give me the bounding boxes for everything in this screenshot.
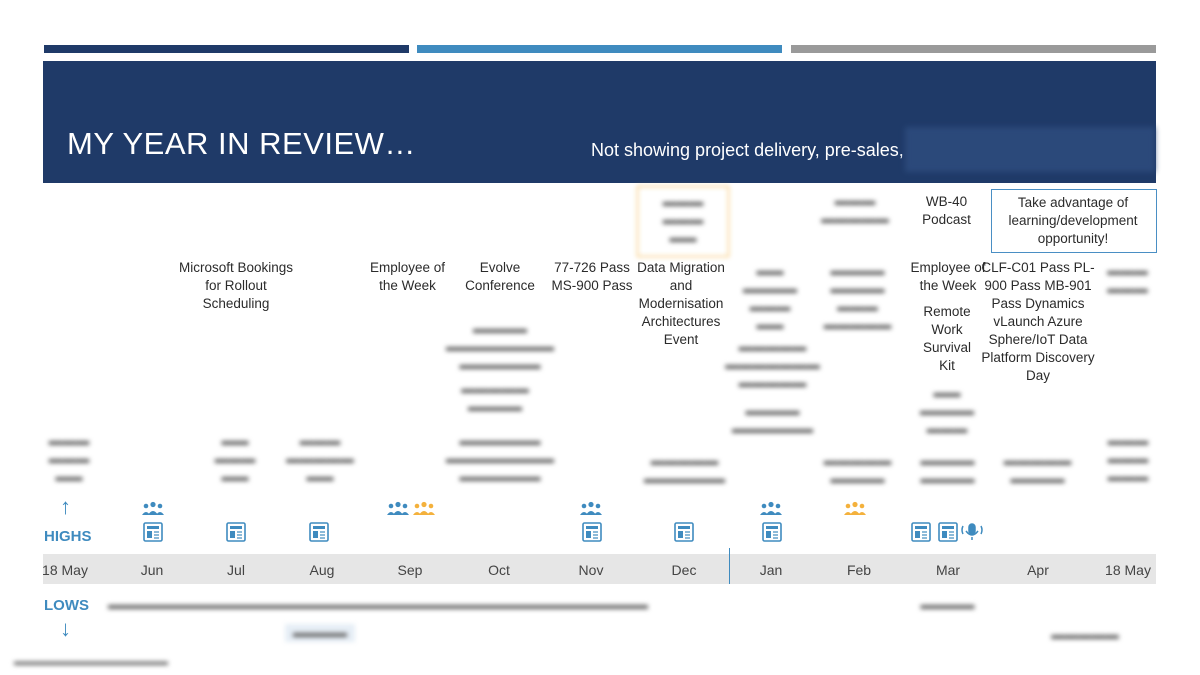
podcast-icon [961,523,983,540]
month-label: Apr [1027,562,1049,578]
blog-icon [582,522,602,542]
event-exams-nov: 77-726 Pass MS-900 Pass [551,260,633,293]
month-label: Oct [488,562,510,578]
redacted-note: ▬▬▬▬▬▬▬▬▬ [461,381,529,414]
event-evolve: Evolve Conference [465,260,535,293]
highs-label: HIGHS [44,528,92,545]
accent-bar-blue [417,45,782,53]
redacted-note: ▬▬▬▬▬▬▬▬▬▬▬▬▬▬▬▬ [823,263,892,332]
event-wb40: WB-40 Podcast [922,194,971,227]
down-arrow-icon: ↓ [60,616,71,641]
team-icon [142,501,164,515]
blog-icon [309,522,329,542]
redacted-note: ▬▬▬▬▬▬▬▬▬▬▬▬▬▬▬▬▬▬▬▬ [446,433,554,484]
callout-text: Take advantage of learning/development o… [1008,195,1138,246]
blog-icon [762,522,782,542]
blog-icon [674,522,694,542]
redacted-note: ▬▬▬▬▬▬▬▬▬▬▬▬▬▬▬▬▬▬ [446,321,554,372]
month-label: 18 May [42,562,88,578]
blog-icon [938,522,958,542]
redacted-note: ▬▬▬▬▬▬ [1107,263,1148,296]
redacted-note: ▬▬▬▬▬▬▬▬▬ [1107,433,1149,484]
redacted-note: ▬▬▬▬▬▬▬▬▬▬▬ [743,263,797,332]
page-title: MY YEAR IN REVIEW… [67,126,416,161]
redacted-footer: ▬▬▬▬▬▬▬▬▬▬▬▬▬▬ [14,656,168,668]
team-icon [844,501,866,515]
month-label: Sep [397,562,423,578]
redacted-low-note: ▬▬▬▬ [285,624,355,642]
page-subtitle: Not showing project delivery, pre-sales, [591,140,904,160]
redacted-subtitle-end [905,127,1155,172]
month-label: Nov [578,562,604,578]
month-label: Mar [935,562,961,578]
redacted-low-note: ▬▬▬▬ [920,597,975,612]
month-label: Jul [227,562,245,578]
redacted-note: ▬▬▬▬▬▬▬▬ [48,433,90,484]
month-label: Dec [671,562,697,578]
accent-bar-grey [791,45,1156,53]
team-icon [387,501,409,515]
month-label: Jan [759,562,783,578]
team-icon [580,501,602,515]
redacted-note: ▬▬▬▬▬▬▬▬▬▬ [732,403,813,436]
event-remote-work: Remote Work Survival Kit [922,304,971,373]
event-employee-sep: Employee of the Week [369,260,446,293]
redacted-award-box: ▬▬▬▬▬▬▬▬ [637,186,729,257]
lows-label: LOWS [44,597,89,614]
redacted-note: ▬▬▬▬▬▬▬▬▬ [1003,453,1072,486]
highs-icons [142,501,983,542]
blog-icon [911,522,931,542]
blog-icon [226,522,246,542]
team-icon [760,501,782,515]
team-icon [413,501,435,515]
redacted-note: ▬▬▬▬▬▬▬ [214,433,256,484]
redacted-note: ▬▬▬▬▬▬▬▬▬▬▬ [644,453,725,486]
redacted-low-note: ▬▬▬▬▬▬▬▬▬▬▬▬▬▬▬▬▬▬▬▬▬▬▬▬▬▬▬▬▬▬▬▬▬▬▬▬▬▬▬▬ [108,597,648,612]
redacted-note: ▬▬▬▬▬▬▬▬▬ [920,385,974,436]
timeline-axis [43,554,1156,584]
year-divider [729,548,730,584]
redacted-note: ▬▬▬▬▬▬▬▬▬▬ [286,433,354,484]
redacted-low-note: ▬▬▬▬▬ [1051,627,1119,642]
month-label: Jun [140,562,164,578]
redacted-note: ▬▬▬▬▬▬▬▬▬▬▬▬▬▬▬▬▬ [725,339,820,390]
event-bookings: Microsoft Bookings for Rollout Schedulin… [178,260,294,311]
month-label: 18 May [1105,562,1151,578]
event-apr-list: CLF-C01 Pass PL-900 Pass MB-901 Pass Dyn… [981,260,1095,383]
up-arrow-icon: ↑ [60,494,71,519]
callout-box [991,189,1157,253]
event-employee-mar: Employee of the Week [910,260,986,293]
blog-icon [143,522,163,542]
event-data-migration: Data Migration and Modernisation Archite… [637,260,725,347]
month-label: Aug [309,562,335,578]
redacted-note: ▬▬▬▬▬▬▬▬ [920,453,975,486]
redacted-note: ▬▬▬▬▬▬▬▬▬ [823,453,892,486]
month-label: Feb [846,562,872,578]
redacted-note: ▬▬▬▬▬▬▬▬ [821,193,889,226]
accent-bar-navy [44,45,409,53]
